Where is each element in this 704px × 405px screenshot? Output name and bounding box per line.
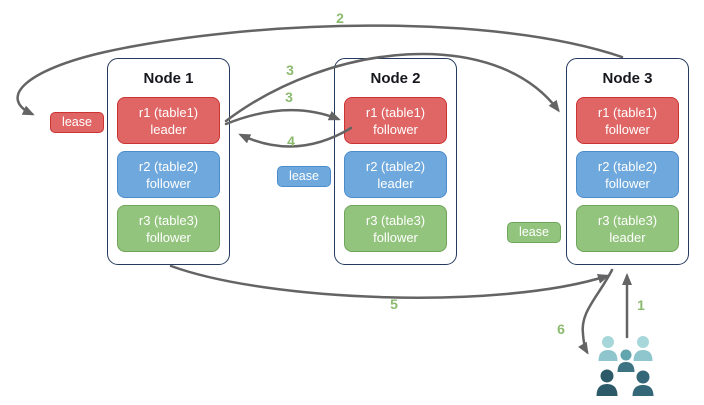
arrow-step-5 <box>169 264 610 299</box>
node-3-range-r1: r1 (table1) follower <box>576 97 679 144</box>
node-2-range-r3: r3 (table3) follower <box>344 205 447 252</box>
arrow-step-3-to-node2 <box>224 108 341 126</box>
range-role: follower <box>605 122 650 138</box>
step-label-3b: 3 <box>285 89 293 105</box>
range-name: r3 (table3) <box>597 213 658 228</box>
node-2-range-r1: r1 (table1) follower <box>344 97 447 144</box>
range-role: follower <box>146 230 191 246</box>
range-name: r1 (table1) <box>365 105 426 120</box>
step-label-1: 1 <box>637 297 645 313</box>
range-role: follower <box>146 176 191 192</box>
step-label-6: 6 <box>557 321 565 337</box>
range-role: leader <box>609 230 646 246</box>
range-role: follower <box>373 230 418 246</box>
range-role: leader <box>150 122 187 138</box>
range-role: follower <box>373 122 418 138</box>
node-3-range-r2: r2 (table2) follower <box>576 151 679 198</box>
range-name: r3 (table3) <box>365 213 426 228</box>
step-label-5: 5 <box>390 296 398 312</box>
lease-badge-r1: lease <box>50 112 104 133</box>
range-name: r1 (table1) <box>597 105 658 120</box>
range-name: r2 (table2) <box>138 159 199 174</box>
users-group-icon <box>596 336 654 396</box>
range-name: r1 (table1) <box>138 105 199 120</box>
node-2-range-r2: r2 (table2) leader <box>344 151 447 198</box>
node-3-range-r3: r3 (table3) leader <box>576 205 679 252</box>
node-3: Node 3 r1 (table1) follower r2 (table2) … <box>566 58 689 265</box>
step-label-3a: 3 <box>286 62 294 78</box>
node-1-range-r1: r1 (table1) leader <box>117 97 220 144</box>
node-2: Node 2 r1 (table1) follower r2 (table2) … <box>334 58 457 265</box>
step-label-4: 4 <box>287 133 295 149</box>
node-1: Node 1 r1 (table1) leader r2 (table2) fo… <box>107 58 230 265</box>
node-1-title: Node 1 <box>143 70 194 87</box>
range-role: follower <box>605 176 650 192</box>
node-2-title: Node 2 <box>370 70 421 87</box>
lease-badge-r3: lease <box>507 222 561 243</box>
node-1-range-r3: r3 (table3) follower <box>117 205 220 252</box>
node-3-title: Node 3 <box>602 70 653 87</box>
range-role: leader <box>377 176 414 192</box>
step-label-2: 2 <box>336 10 344 26</box>
range-name: r3 (table3) <box>138 213 199 228</box>
range-name: r2 (table2) <box>597 159 658 174</box>
node-1-range-r2: r2 (table2) follower <box>117 151 220 198</box>
lease-badge-r2: lease <box>277 166 331 187</box>
range-name: r2 (table2) <box>365 159 426 174</box>
arrow-step-6 <box>578 268 614 355</box>
